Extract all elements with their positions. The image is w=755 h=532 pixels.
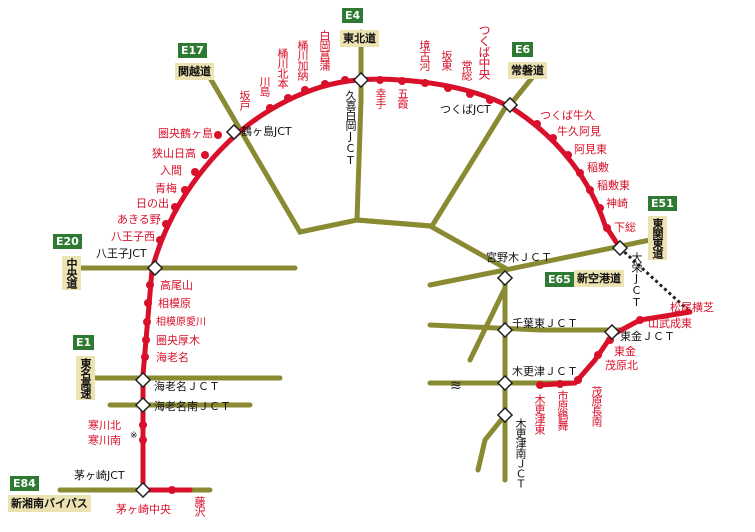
jct-tsurugashima: 鶴ヶ島JCT (241, 125, 292, 138)
ic-chigasakichuo: 茅ヶ崎中央 (116, 503, 171, 516)
e1-code: E1 (73, 335, 95, 350)
ic-fujisawa: 藤沢 (193, 496, 206, 516)
ic-hachiojinishi: 八王子西 (111, 230, 155, 243)
ic-bando: 坂東 (440, 50, 453, 70)
ic-okegawakano: 桶川加納 (296, 40, 309, 80)
ic-kenoatsugi: 圏央厚木 (156, 334, 200, 347)
ic-amihigashi: 阿見東 (574, 143, 607, 156)
ic-akiruno: あきる野 (117, 213, 161, 226)
e65-name: 新空港道 (574, 270, 624, 287)
ic-iruma: 入間 (160, 164, 182, 177)
e17-name: 関越道 (175, 63, 214, 80)
ring-east (537, 309, 693, 388)
samukawa-note-mark: ※ (130, 431, 138, 441)
ic-kawajima: 川島 (258, 76, 271, 96)
e51-name: 東関東道 (648, 216, 667, 260)
jct-kisarazu: 木更津ＪＣＴ (512, 365, 578, 378)
ic-matsuoyokoshiba: 松尾横芝 (670, 301, 714, 314)
ic-tsukubachuo: つくば中央 (477, 24, 491, 79)
e20-code: E20 (53, 234, 82, 249)
ic-togane: 東金 (614, 345, 636, 358)
jct-ooei: 大栄JCT (630, 252, 643, 308)
jct-ebinaminami: 海老名南ＪＣＴ (154, 400, 231, 413)
e84-name: 新湘南バイパス (8, 495, 91, 512)
ic-ushikuami: 牛久阿見 (557, 125, 601, 138)
ic-sanmunaruto: 山武成東 (648, 317, 692, 330)
e84-code: E84 (10, 476, 39, 491)
chiba-east (427, 322, 623, 333)
ic-tsukubaushiku: つくば牛久 (540, 109, 595, 122)
ic-joso: 常総 (460, 60, 473, 80)
planned-section (618, 246, 692, 314)
jct-miyanogi: 宮野木ＪＣＴ (486, 251, 552, 264)
jct-higashikane: 東金ＪＣＴ (620, 330, 675, 343)
e6-code: E6 (512, 42, 534, 57)
ic-kenotsurugashima: 圏央鶴ヶ島 (158, 127, 213, 140)
ic-shiraokashobu: 白岡菖蒲 (318, 30, 331, 70)
jct-tsukuba: つくばJCT (440, 103, 491, 116)
inner-link-1 (354, 217, 508, 463)
jct-chigasaki: 茅ヶ崎JCT (74, 469, 125, 482)
ic-okegawakita: 桶川北本 (276, 48, 289, 88)
ic-mobarakita: 茂原北 (605, 359, 638, 372)
e1-name: 東名高速 (76, 356, 95, 400)
e51-code: E51 (648, 196, 677, 211)
ic-samukawaminami: 寒川南 (88, 434, 121, 447)
e4-code: E4 (342, 8, 364, 23)
ic-kisarazuhigashi: 木更津東 (533, 394, 546, 434)
e4-name: 東北道 (340, 30, 379, 47)
svg-text:≋: ≋ (450, 378, 462, 394)
ic-ichiharatsurumai: 市原鶴舞 (556, 390, 569, 430)
jct-kisarazuminami: 木更津南ＪＣＴ (514, 418, 527, 488)
jct-ebina: 海老名ＪＣＴ (154, 380, 220, 393)
ic-sayamahidaka: 狭山日高 (152, 147, 196, 160)
ic-ome: 青梅 (155, 182, 177, 195)
tohoku-expressway (354, 29, 364, 223)
ic-goka: 五霞 (396, 88, 409, 108)
ic-sagamihara: 相模原 (158, 297, 191, 310)
ic-ebina: 海老名 (156, 351, 189, 364)
ic-kozaki: 神崎 (606, 197, 628, 210)
ic-sagamiharaaikawa: 相模原愛川 (156, 317, 206, 328)
ic-satte: 幸手 (374, 88, 387, 108)
ic-hinode: 日の出 (136, 197, 169, 210)
ic-mobaranagara: 茂原長南 (590, 386, 603, 426)
ic-samukawakita: 寒川北 (88, 419, 121, 432)
e20-name: 中央道 (62, 256, 81, 290)
ic-shimofusa: 下総 (614, 221, 636, 234)
kisarazu-south (475, 412, 508, 473)
jct-hachioji: 八王子JCT (96, 247, 147, 260)
keiyo-link (467, 285, 508, 363)
ic-sakado: 坂戸 (238, 90, 251, 110)
ic-inashikihigashi: 稲敷東 (597, 179, 630, 192)
ic-sakaikoga: 境古河 (418, 40, 431, 70)
e17-code: E17 (178, 43, 207, 58)
ic-inashiki: 稲敷 (587, 161, 609, 174)
jct-kuki: 久喜白岡JCT (344, 90, 357, 166)
e6-name: 常磐道 (508, 62, 547, 79)
ic-takaosan: 高尾山 (160, 279, 193, 292)
e65-code: E65 (545, 272, 574, 287)
jct-chibahigashi: 千葉東ＪＣＴ (512, 317, 578, 330)
